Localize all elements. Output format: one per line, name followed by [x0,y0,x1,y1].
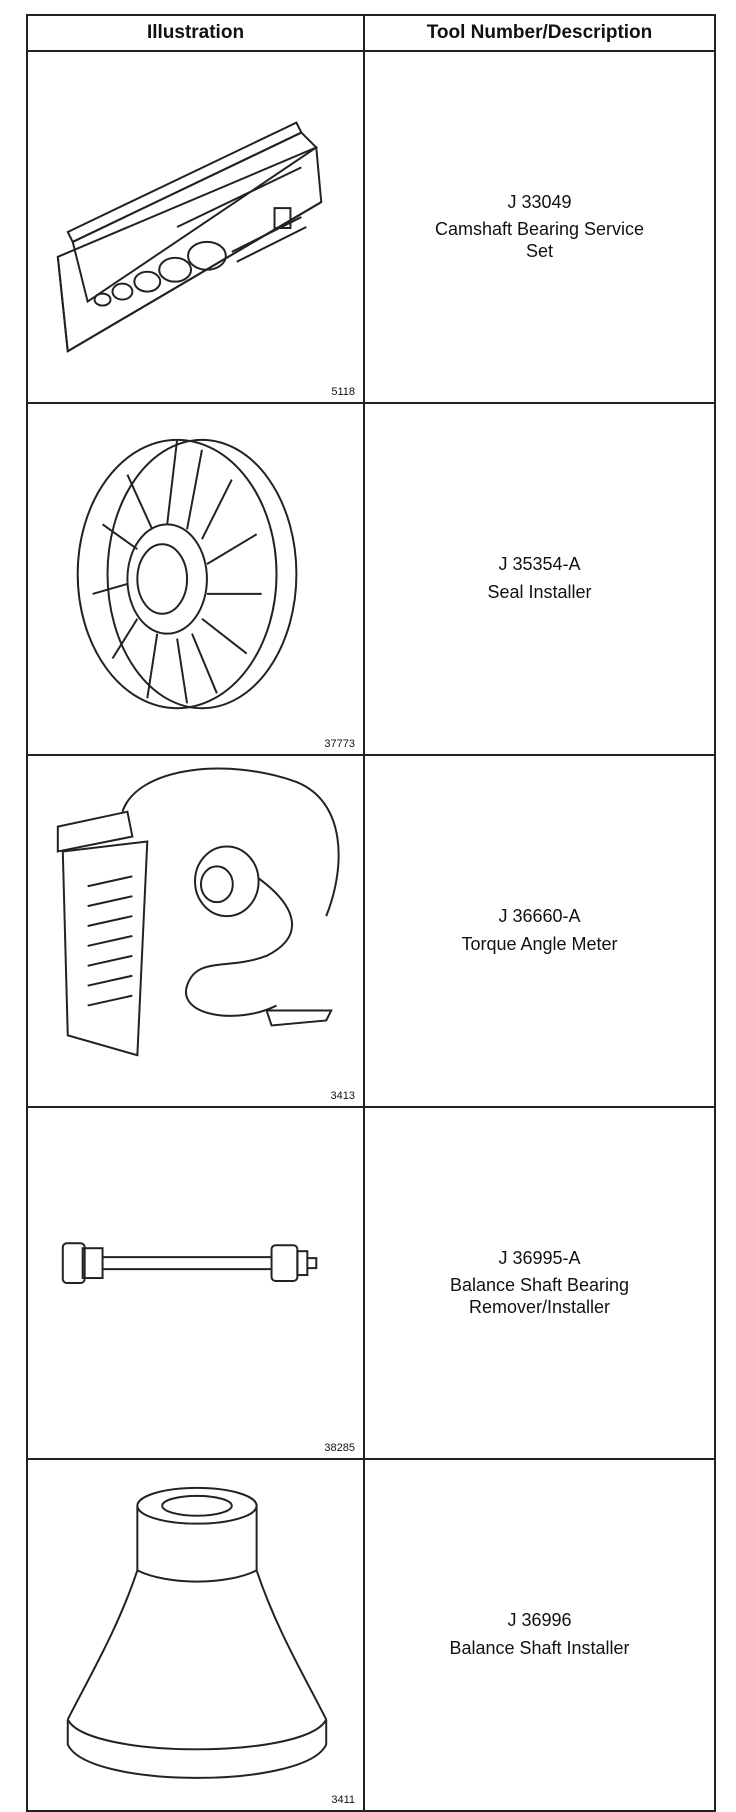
description-cell: J 36996 Balance Shaft Installer [363,1458,716,1812]
figure-number: 5118 [331,386,355,398]
bearing-remover-installer-icon [61,1242,318,1284]
balance-shaft-installer-icon [66,1486,328,1779]
header-tool-number-description: Tool Number/Description [363,14,716,52]
tool-description: Balance Shaft Bearing Remover/Installer [449,1275,630,1317]
tool-number: J 36660-A [498,906,581,927]
table-row: 38285 J 36995-A Balance Shaft Bearing Re… [26,1106,716,1460]
tool-number: J 36995-A [498,1247,581,1268]
table-row: 37773 J 35354-A Seal Installer [26,402,716,756]
illustration-cell: 38285 [26,1106,365,1460]
figure-number: 37773 [324,738,355,750]
tool-number: J 35354-A [498,554,581,575]
tool-table: Illustration Tool Number/Description [26,14,716,1812]
description-cell: J 33049 Camshaft Bearing Service Set [363,50,716,404]
table-row: 5118 J 33049 Camshaft Bearing Service Se… [26,50,716,404]
tool-description: Camshaft Bearing Service Set [434,219,645,261]
camshaft-bearing-service-set-icon [56,121,323,353]
header-illustration: Illustration [26,14,365,52]
description-cell: J 36995-A Balance Shaft Bearing Remover/… [363,1106,716,1460]
tool-description: Balance Shaft Installer [449,1638,630,1658]
illustration-cell: 3413 [26,754,365,1108]
table-row: 3411 J 36996 Balance Shaft Installer [26,1458,716,1812]
tool-number: J 33049 [507,191,572,212]
illustration-cell: 3411 [26,1458,365,1812]
figure-number: 3411 [331,1794,355,1806]
tool-number: J 36996 [507,1610,572,1631]
torque-angle-meter-icon [56,767,340,1057]
description-cell: J 36660-A Torque Angle Meter [363,754,716,1108]
table-row: 3413 J 36660-A Torque Angle Meter [26,754,716,1108]
description-cell: J 35354-A Seal Installer [363,402,716,756]
figure-number: 38285 [324,1442,355,1454]
header-row: Illustration Tool Number/Description [26,14,716,52]
illustration-cell: 5118 [26,50,365,404]
figure-number: 3413 [330,1090,355,1102]
illustration-cell: 37773 [26,402,365,756]
tool-description: Seal Installer [487,582,592,602]
seal-installer-icon [76,438,298,710]
tool-description: Torque Angle Meter [461,934,618,954]
